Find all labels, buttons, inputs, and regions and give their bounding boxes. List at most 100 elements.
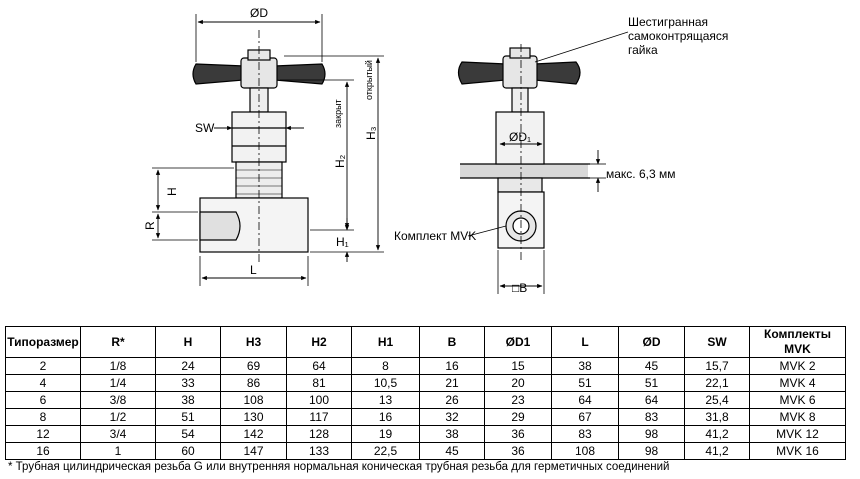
label-h3: H₃ xyxy=(364,126,378,140)
table-header-cell: SW xyxy=(684,326,750,358)
table-header-cell: Типоразмер xyxy=(5,326,81,358)
label-h1: H₁ xyxy=(336,235,349,249)
table-cell: 1/8 xyxy=(80,357,156,375)
table-cell: 41,2 xyxy=(684,425,750,443)
table-cell: MVK 8 xyxy=(749,408,846,426)
table-cell: 16 xyxy=(5,442,81,460)
table-cell: 38 xyxy=(551,357,619,375)
table-cell: 25,4 xyxy=(684,391,750,409)
table-cell: 45 xyxy=(618,357,685,375)
table-cell: 60 xyxy=(155,442,221,460)
label-h2: H₂ xyxy=(333,154,347,168)
table-header-cell: H3 xyxy=(220,326,287,358)
callout-mvk-kit: Комплект MVK xyxy=(394,229,476,243)
label-r: R xyxy=(143,221,157,230)
table-cell: 4 xyxy=(5,374,81,392)
table-cell: 83 xyxy=(551,425,619,443)
label-od: ØD xyxy=(250,6,268,20)
table-cell: 38 xyxy=(419,425,485,443)
footnote: * Трубная цилиндрическая резьба G или вн… xyxy=(8,461,670,473)
label-od1: ØD₁ xyxy=(509,130,531,144)
label-sw: SW xyxy=(195,121,215,135)
table-cell: 64 xyxy=(551,391,619,409)
label-open: открытый xyxy=(364,60,374,100)
table-cell: 3/8 xyxy=(80,391,156,409)
table-cell: 19 xyxy=(351,425,420,443)
valve-drawing: ØD SW H R H₂ H₃ H₁ L закрыт открытый xyxy=(143,6,728,295)
table-cell: 130 xyxy=(220,408,287,426)
table-cell: 67 xyxy=(551,408,619,426)
table-cell: 41,2 xyxy=(684,442,750,460)
table-cell: 108 xyxy=(551,442,619,460)
table-cell: MVK 6 xyxy=(749,391,846,409)
table-cell: 6 xyxy=(5,391,81,409)
table-cell: 100 xyxy=(286,391,352,409)
callout-max-thickness: макс. 6,3 мм xyxy=(606,167,676,181)
table-cell: 13 xyxy=(351,391,420,409)
table-cell: 98 xyxy=(618,442,685,460)
table-cell: 147 xyxy=(220,442,287,460)
table-cell: 15 xyxy=(484,357,552,375)
callout-hex-nut-2: самоконтрящаяся xyxy=(628,29,728,43)
table-cell: 64 xyxy=(618,391,685,409)
table-cell: 142 xyxy=(220,425,287,443)
table-header-cell: H2 xyxy=(286,326,352,358)
table-cell: 22,5 xyxy=(351,442,420,460)
table-cell: 2 xyxy=(5,357,81,375)
table-cell: 22,1 xyxy=(684,374,750,392)
table-cell: 69 xyxy=(220,357,287,375)
table-header-cell: B xyxy=(419,326,485,358)
table-header-cell: L xyxy=(551,326,619,358)
table-header-cell: H xyxy=(155,326,221,358)
table-cell: 24 xyxy=(155,357,221,375)
table-cell: 108 xyxy=(220,391,287,409)
table-cell: 1/2 xyxy=(80,408,156,426)
table-cell: 16 xyxy=(419,357,485,375)
table-cell: 36 xyxy=(484,425,552,443)
table-cell: 31,8 xyxy=(684,408,750,426)
table-cell: MVK 2 xyxy=(749,357,846,375)
table-cell: 12 xyxy=(5,425,81,443)
table-header-cell: Комплекты MVK xyxy=(749,326,846,358)
table-cell: 117 xyxy=(286,408,352,426)
table-cell: 16 xyxy=(351,408,420,426)
table-cell: 51 xyxy=(618,374,685,392)
table-cell: MVK 16 xyxy=(749,442,846,460)
table-cell: 1 xyxy=(80,442,156,460)
table-cell: 38 xyxy=(155,391,221,409)
table-header-cell: ØD xyxy=(618,326,685,358)
table-cell: 29 xyxy=(484,408,552,426)
label-closed: закрыт xyxy=(333,99,343,128)
table-header-cell: H1 xyxy=(351,326,420,358)
table-cell: 23 xyxy=(484,391,552,409)
table-cell: 26 xyxy=(419,391,485,409)
table-cell: 83 xyxy=(618,408,685,426)
valve-front-view xyxy=(192,49,326,253)
valve-side-view xyxy=(457,47,590,249)
table-cell: 32 xyxy=(419,408,485,426)
table-cell: 8 xyxy=(351,357,420,375)
table-cell: 8 xyxy=(5,408,81,426)
callout-hex-nut-1: Шестигранная xyxy=(628,15,708,29)
table-cell: 81 xyxy=(286,374,352,392)
table-cell: 128 xyxy=(286,425,352,443)
table-cell: 98 xyxy=(618,425,685,443)
table-cell: 3/4 xyxy=(80,425,156,443)
table-cell: MVK 4 xyxy=(749,374,846,392)
table-cell: 54 xyxy=(155,425,221,443)
table-cell: 20 xyxy=(484,374,552,392)
table-cell: 1/4 xyxy=(80,374,156,392)
table-cell: MVK 12 xyxy=(749,425,846,443)
table-cell: 86 xyxy=(220,374,287,392)
table-cell: 51 xyxy=(551,374,619,392)
table-header-cell: ØD1 xyxy=(484,326,552,358)
table-cell: 21 xyxy=(419,374,485,392)
label-h: H xyxy=(165,187,179,196)
table-cell: 51 xyxy=(155,408,221,426)
